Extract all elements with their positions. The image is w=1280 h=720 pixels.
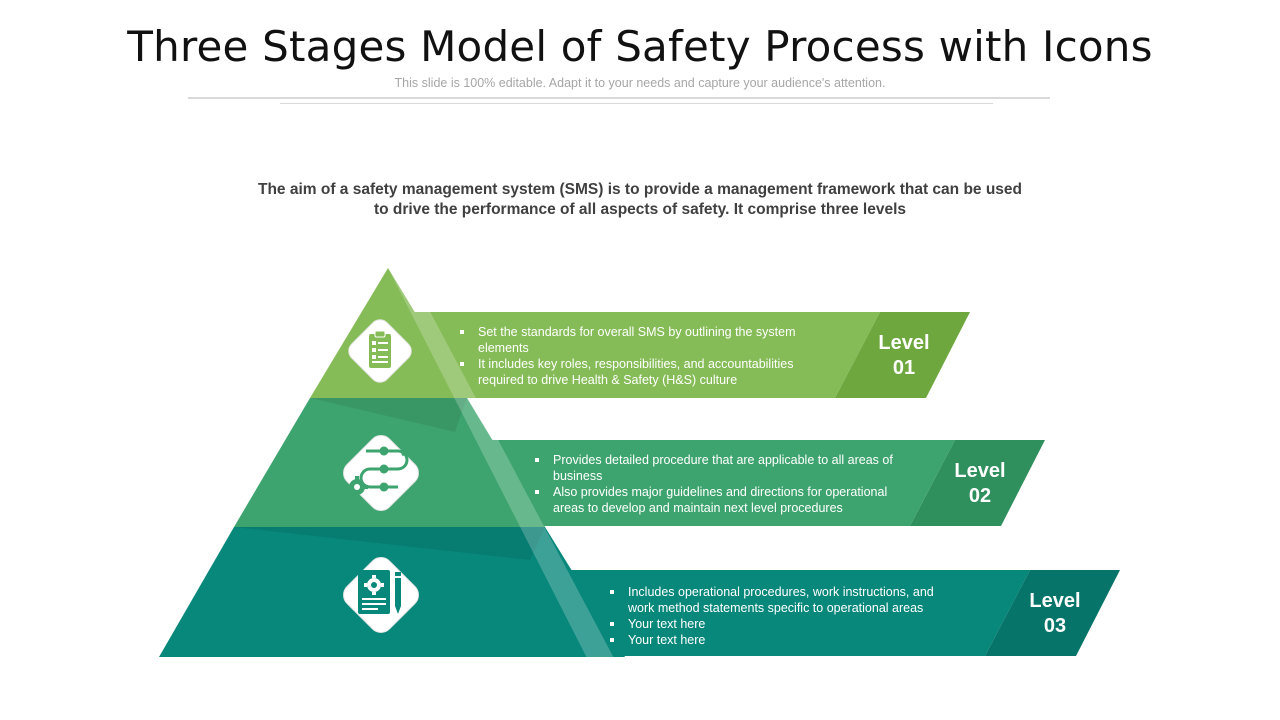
level-3-bullet-2: Your text here: [608, 616, 958, 632]
intro-line-1: The aim of a safety management system (S…: [257, 181, 1023, 198]
level-2-label: Level 02: [930, 459, 1030, 509]
level-3-label-word: Level: [1029, 590, 1081, 612]
level-1-label: Level 01: [854, 331, 954, 381]
level-2-banner: [470, 440, 955, 526]
level-3-label-number: 03: [1043, 615, 1067, 637]
level-1-icon-tile: [335, 306, 425, 396]
level-2-label-number: 02: [968, 485, 992, 507]
level-2-bullet-2: Also provides major guidelines and direc…: [533, 484, 918, 516]
level-3-banner: [545, 570, 1030, 656]
level-3-bullet-3: Your text here: [608, 632, 958, 648]
level-2-label-word: Level: [954, 460, 1006, 482]
clipboard-checklist-icon: [348, 319, 412, 383]
document-gear-pen-icon: [343, 557, 419, 633]
level-3-tab: [985, 570, 1120, 656]
slide-subtitle: This slide is 100% editable. Adapt it to…: [394, 76, 886, 90]
level-1-bullet-2: It includes key roles, responsibilities,…: [458, 356, 833, 388]
level-1-banner: [393, 312, 880, 398]
title-divider: [188, 97, 1050, 99]
tier-shadow-1: [310, 398, 467, 432]
level-2-icon-tile: [326, 418, 436, 528]
title-divider-secondary: [280, 103, 993, 104]
level-1-label-number: 01: [892, 357, 916, 379]
level-1-bullet-1: Set the standards for overall SMS by out…: [458, 324, 833, 356]
level-3-icon-tile: [326, 540, 436, 650]
level-3-label: Level 03: [1005, 589, 1105, 639]
level-1-tab: [835, 312, 970, 398]
level-1-label-word: Level: [878, 332, 930, 354]
level-3-bullet-1: Includes operational procedures, work in…: [608, 584, 958, 616]
level-3-bullet-list: Includes operational procedures, work in…: [608, 584, 958, 648]
process-flow-gear-icon: [343, 435, 419, 511]
level-2-tab: [910, 440, 1045, 526]
intro-line-2: to drive the performance of all aspects …: [373, 201, 907, 218]
tier-shadow-2: [234, 527, 545, 560]
level-2-bullet-1: Provides detailed procedure that are app…: [533, 452, 918, 484]
level-2-bullet-list: Provides detailed procedure that are app…: [533, 452, 918, 516]
level-1-bullet-list: Set the standards for overall SMS by out…: [458, 324, 833, 388]
slide-title: Three Stages Model of Safety Process wit…: [127, 22, 1153, 71]
pyramid-highlight-band: [388, 268, 615, 660]
intro-text: The aim of a safety management system (S…: [230, 180, 1050, 220]
